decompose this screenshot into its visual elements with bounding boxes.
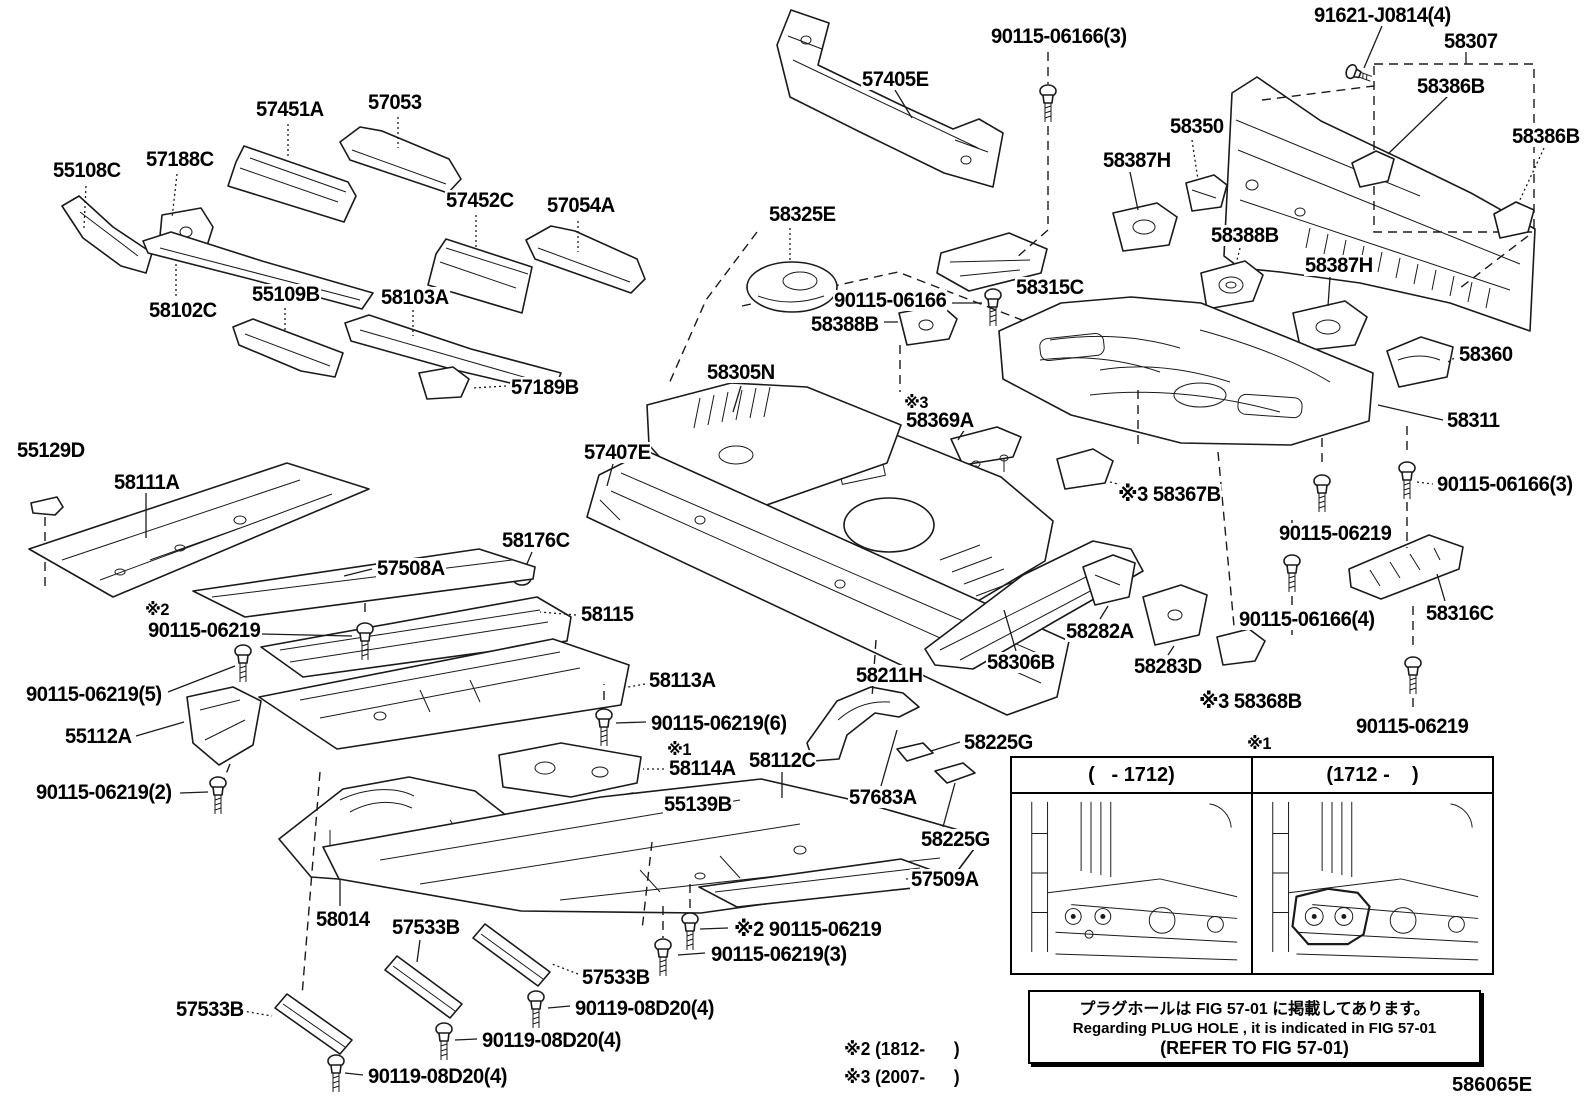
inset-sketch-early [1031,801,1238,961]
variant-panel-late: (1712 - ) [1253,758,1492,973]
part-label: 58387H [1304,254,1374,277]
part-label: 58350 [1169,115,1225,138]
part-label: 57053 [367,91,423,114]
part-label: 58386B [1511,125,1581,148]
part-label: 90119-08D20(4) [481,1029,622,1052]
part-label: 57054A [546,194,616,217]
inset-sketch-late [1272,801,1479,961]
part-label: 90115-06166(4) [1238,608,1376,631]
part-label: 57508A [376,557,446,580]
part-label: 58369A [905,409,975,432]
figure-code: 586065E [1452,1074,1533,1096]
part-label: 58176C [501,529,571,552]
lower-back-panel-shape [1223,25,1545,332]
plug-hole-note-box: プラグホールは FIG 57-01 に掲載してあります。 Regarding P… [1028,990,1481,1064]
variant-drawing-late [1253,794,1492,973]
part-label: 90115-06219(3) [710,943,848,966]
ref-marker: ※3 [903,393,929,412]
part-label: 55109B [251,283,321,306]
part-label: 58113A [648,669,717,692]
part-label: 58388B [810,313,880,336]
part-label: 90115-06166 [833,289,948,312]
part-label: 58360 [1458,343,1514,366]
part-label: 57451A [255,98,325,121]
part-label: 58111A [113,471,181,494]
footnote: ※2 (1812- ) [843,1039,961,1059]
part-label: 58103A [380,286,450,309]
part-label: 57452C [445,189,515,212]
variant-panel-early: ( - 1712) [1012,758,1253,973]
part-label: 55139B [663,793,733,816]
variant-header-early: ( - 1712) [1012,758,1251,794]
variant-header-late: (1712 - ) [1253,758,1492,794]
part-label: 57533B [391,916,461,939]
part-label: 58386B [1416,75,1486,98]
variant-inset-box: ( - 1712) (1712 - ) [1010,756,1494,975]
part-label: 55129D [16,439,86,462]
part-label: 58102C [148,299,218,322]
part-label: 90115-06166(3) [1436,473,1574,496]
part-label: 58282A [1065,620,1135,643]
part-label: 90115-06219 [147,619,262,642]
part-label: 58315C [1015,276,1085,299]
part-label: 58306B [986,651,1056,674]
front-floor-panels-bottom [236,771,984,1093]
part-label: 58388B [1210,224,1280,247]
front-floor-panels-left [28,462,664,826]
part-label: 58014 [315,908,371,931]
part-label: 90119-08D20(4) [367,1065,508,1088]
part-label: 57189B [510,376,580,399]
part-label: 58114A [668,757,737,780]
part-label: 58225G [963,731,1034,754]
part-label: 57533B [581,966,651,989]
ref-marker: ※2 [144,600,170,619]
part-label: ※3 58368B [1198,690,1303,713]
footnote: ※3 (2007- ) [843,1067,961,1087]
part-label: 90115-06219(6) [650,712,788,735]
part-label: ※3 58367B [1117,483,1222,506]
ref-marker: ※1 [1246,734,1272,753]
note-line-english: Regarding PLUG HOLE , it is indicated in… [1072,1020,1437,1037]
part-label: 90115-06219 [1278,522,1393,545]
rear-floor-bracket-parts [1112,139,1457,388]
ref-marker: ※1 [666,740,692,759]
part-label: 57509A [910,868,980,891]
part-label: 58325E [768,203,837,226]
part-label: 55112A [64,725,133,748]
part-label: 57188C [145,148,215,171]
part-label: 58387H [1102,149,1172,172]
variant-drawing-early [1012,794,1251,973]
part-label: 58211H [855,664,924,687]
plug-and-bracket-parts [746,52,1057,346]
part-label: ※2 90115-06219 [733,918,883,941]
part-label: 90119-08D20(4) [574,997,715,1020]
part-label: 58115 [580,603,635,626]
note-line-refer: (REFER TO FIG 57-01) [1160,1038,1349,1058]
part-label: 58305N [706,361,776,384]
part-label: 57405E [861,68,930,91]
part-label: 55108C [52,159,122,182]
part-label: 58112C [748,749,817,772]
part-label: 58225G [920,828,991,851]
part-label: 58283D [1133,655,1203,678]
part-label: 90115-06219(5) [25,683,163,706]
part-label: 91621-J0814(4) [1313,4,1452,27]
part-label: 90115-06166(3) [990,25,1128,48]
part-label: 58316C [1425,602,1495,625]
part-label: 57683A [848,786,918,809]
part-label: 57533B [175,998,245,1021]
part-label: 57407E [583,441,652,464]
part-label: 58311 [1446,409,1501,432]
note-line-japanese: プラグホールは FIG 57-01 に掲載してあります。 [1079,1001,1430,1018]
part-label: 90115-06219 [1355,715,1470,738]
rear-floor-pan-shape [899,296,1444,627]
part-label: 90115-06219(2) [35,781,173,804]
part-label: 58307 [1443,30,1499,53]
